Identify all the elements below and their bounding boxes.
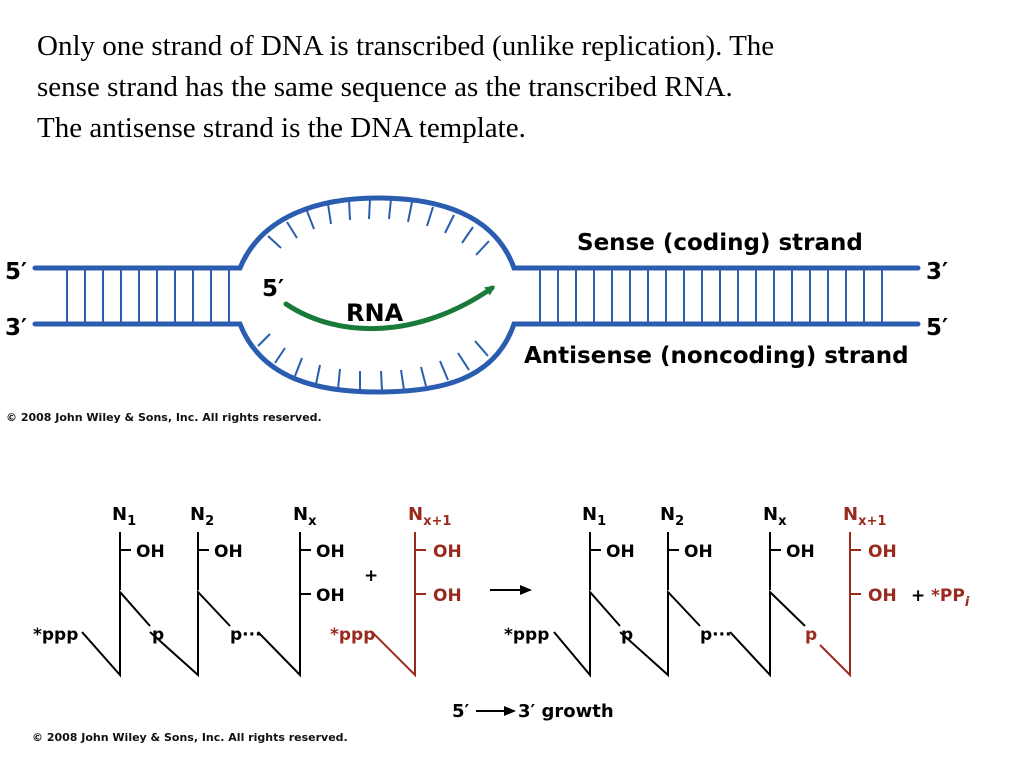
copyright-top: © 2008 John Wiley & Sons, Inc. All right… (6, 411, 322, 424)
right-oh-1: OH (606, 542, 635, 562)
left-ppp-label: *ppp (33, 625, 78, 645)
growth-start-label: 5′ (452, 701, 470, 722)
right-added-nucleotide (819, 532, 861, 678)
slide-text-line-1: Only one strand of DNA is transcribed (u… (37, 30, 775, 62)
right-red-oh-2: OH (868, 586, 897, 606)
slide-text: Only one strand of DNA is transcribed (u… (37, 26, 997, 149)
rna-label: RNA (346, 299, 404, 327)
growth-end-label: 3′ growth (518, 701, 614, 722)
right-oh-2: OH (684, 542, 713, 562)
left-n1-label: N1 (112, 504, 136, 529)
right-red-p-label: p (805, 625, 817, 645)
antisense-strand-label: Antisense (noncoding) strand (524, 343, 909, 369)
sense-strand-label: Sense (coding) strand (577, 230, 863, 256)
left-incoming-nucleotide (371, 532, 426, 678)
top-left-5prime-label: 5′ (5, 259, 27, 285)
bubble-top-ticks (267, 198, 490, 256)
left-backbone (81, 532, 311, 678)
right-p-label: p (621, 625, 633, 645)
right-ppi-label: *PPi (931, 586, 970, 610)
reaction-scheme: N1 N2 Nx Nx+1 OH OH OH OH OH OH + *ppp p… (32, 504, 970, 744)
left-red-oh-1: OH (433, 542, 462, 562)
rna-5prime-label: 5′ (262, 276, 284, 302)
dna-top-strand (32, 195, 921, 271)
left-oh-4: OH (316, 586, 345, 606)
right-red-oh-1: OH (868, 542, 897, 562)
right-plus-sign: + (911, 586, 925, 606)
slide-text-line-2: sense strand has the same sequence as th… (37, 71, 733, 103)
left-plus-sign: + (364, 566, 378, 586)
top-right-3prime-label: 3′ (926, 259, 948, 285)
transcription-bubble: 5′ 3′ 3′ 5′ 5′ RNA Sense (coding) strand… (5, 195, 948, 424)
left-red-oh-2: OH (433, 586, 462, 606)
right-backbone (553, 532, 806, 678)
right-nx1-label: Nx+1 (843, 504, 886, 529)
right-ppp-label: *ppp (504, 625, 549, 645)
left-n2-label: N2 (190, 504, 214, 529)
rna-strand (283, 285, 496, 332)
right-nx-label: Nx (763, 504, 787, 529)
dna-bottom-strand (32, 321, 921, 395)
left-p-dots-label: p··· (230, 625, 262, 645)
left-base-pairs (66, 268, 230, 324)
left-red-ppp-label: *ppp (330, 625, 375, 645)
bubble-bottom-ticks (257, 333, 489, 392)
left-oh-2: OH (214, 542, 243, 562)
left-oh-1: OH (136, 542, 165, 562)
left-p-label: p (152, 625, 164, 645)
slide-text-line-3: The antisense strand is the DNA template… (37, 112, 526, 144)
right-base-pairs (539, 268, 883, 324)
right-p-dots-label: p··· (700, 625, 732, 645)
right-n1-label: N1 (582, 504, 606, 529)
bottom-left-3prime-label: 3′ (5, 315, 27, 341)
left-nx1-label: Nx+1 (408, 504, 451, 529)
right-oh-3: OH (786, 542, 815, 562)
bottom-right-5prime-label: 5′ (926, 315, 948, 341)
left-oh-3: OH (316, 542, 345, 562)
right-n2-label: N2 (660, 504, 684, 529)
copyright-bottom: © 2008 John Wiley & Sons, Inc. All right… (32, 731, 348, 744)
left-nx-label: Nx (293, 504, 317, 529)
